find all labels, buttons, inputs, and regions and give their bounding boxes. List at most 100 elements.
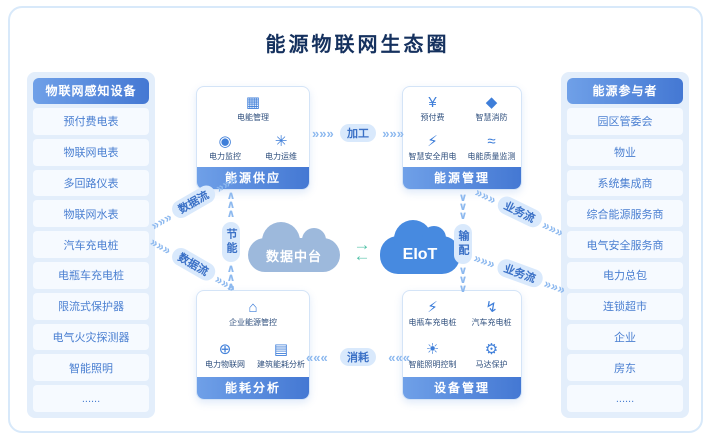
- chevron-right-icon: »»»: [312, 125, 334, 141]
- data-platform-cloud: 数据中台: [248, 222, 340, 272]
- module-cell-label: 电力物联网: [205, 360, 245, 369]
- module-cell-label: 汽车充电桩: [471, 318, 512, 327]
- module-cell: ⚡电瓶车充电桩: [403, 300, 462, 328]
- chevron-up-icon: ∧ ∧ ∧: [226, 190, 236, 220]
- module-energy-management-cells: ¥预付费◆智慧消防⚡智慧安全用电≈电能质量监测: [403, 89, 521, 167]
- outer-frame: [8, 6, 703, 433]
- module-cell-label: 马达保护: [475, 360, 508, 369]
- arrow-left-icon: ←: [353, 246, 371, 265]
- list-item: 汽车充电桩: [33, 231, 149, 258]
- eiot-cloud: EIoT: [380, 220, 460, 274]
- left-panel-item-list: 预付费电表物联网电表多回路仪表物联网水表汽车充电桩电瓶车充电桩限流式保护器电气火…: [33, 108, 149, 412]
- flow-process-label: 加工: [340, 124, 376, 142]
- module-energy-supply: ▦电能管理◉电力监控✳电力运维 能源供应: [196, 86, 310, 190]
- data-platform-label: 数据中台: [265, 248, 322, 264]
- flow-process: »»» 加工 »»»: [312, 124, 404, 142]
- list-item: ......: [567, 385, 683, 412]
- list-item: 多回路仪表: [33, 169, 149, 197]
- building-analysis-icon: ▤: [273, 341, 289, 358]
- list-item: 企业: [567, 323, 683, 351]
- list-item: 限流式保护器: [33, 292, 149, 320]
- module-cell: ↯汽车充电桩: [462, 300, 521, 328]
- list-item: 连锁超市: [567, 292, 683, 320]
- module-cell: ⚡智慧安全用电: [403, 134, 462, 162]
- chevron-down-icon: ∨ ∨ ∨: [458, 265, 468, 295]
- module-energy-analysis-label: 能耗分析: [197, 377, 309, 399]
- list-item: 智能照明: [33, 354, 149, 382]
- flow-distribution: ∨ ∨ ∨ 输配 ∨ ∨ ∨: [450, 193, 476, 295]
- power-quality-icon: ≈: [487, 132, 496, 150]
- module-cell-label: 电力监控: [209, 151, 241, 161]
- fire-shield-icon: ◆: [485, 93, 498, 111]
- module-device-management-label: 设备管理: [403, 377, 521, 399]
- prepaid-icon: ¥: [428, 93, 437, 111]
- flow-energy-saving: ∧ ∧ ∧ 节能 ∧ ∧ ∧: [218, 190, 244, 293]
- chevron-up-icon: ∧ ∧ ∧: [226, 263, 236, 293]
- flow-saving-label: 节能: [222, 222, 240, 262]
- arrow-right-icon: →: [353, 235, 371, 254]
- module-cell: ▦电能管理: [197, 95, 309, 123]
- list-item: 电气安全服务商: [567, 231, 683, 258]
- page-title: 能源物联网生态圈: [265, 34, 450, 56]
- list-item: 电瓶车充电桩: [33, 261, 149, 289]
- motor-protect-icon: ⚙: [484, 341, 499, 358]
- module-cell-label: 建筑能耗分析: [257, 360, 305, 369]
- module-cell-label: 智慧安全用电: [408, 151, 457, 161]
- power-iot-globe-icon: ⊕: [218, 341, 232, 358]
- module-cell: ⊕ 电力物联网: [197, 342, 253, 370]
- chevron-right-icon: »»»: [382, 125, 404, 141]
- module-cell: ▤ 建筑能耗分析: [253, 342, 309, 370]
- module-cell-label: 电能质量监测: [467, 151, 516, 161]
- module-cell-label: 智能照明控制: [408, 360, 457, 369]
- module-cell-label: 智慧消防: [475, 112, 508, 122]
- module-cell: ✳电力运维: [253, 134, 309, 162]
- power-meter-icon: ▦: [245, 93, 261, 111]
- list-item: 物联网水表: [33, 200, 149, 228]
- module-cell-label: 预付费: [420, 112, 445, 122]
- list-item: 房东: [567, 354, 683, 382]
- list-item: 物联网电表: [33, 138, 149, 166]
- list-item: 物业: [567, 138, 683, 166]
- list-item: 电气火灾探测器: [33, 323, 149, 351]
- list-item: ......: [33, 385, 149, 412]
- chevron-left-icon: «««: [388, 349, 410, 365]
- right-panel-item-list: 园区管委会物业系统集成商综合能源服务商电气安全服务商电力总包连锁超市企业房东..…: [567, 108, 683, 412]
- module-device-management: ⚡电瓶车充电桩↯汽车充电桩 ☀ 智能照明控制 ⚙ 马达保护 设备管理: [402, 290, 522, 400]
- eiot-label: EIoT: [402, 246, 438, 263]
- module-energy-supply-cells: ▦电能管理◉电力监控✳电力运维: [197, 89, 309, 167]
- module-cell: ≈电能质量监测: [462, 134, 521, 162]
- module-cell: ◆智慧消防: [462, 95, 521, 123]
- smart-lighting-icon: ☀: [425, 341, 440, 358]
- power-maintenance-icon: ✳: [274, 132, 288, 150]
- list-item: 预付费电表: [33, 108, 149, 135]
- module-cell-label: 企业能源管控: [229, 318, 277, 327]
- module-energy-analysis-cells: ⌂企业能源管控 ⊕ 电力物联网 ▤ 建筑能耗分析: [197, 293, 309, 377]
- module-cell-label: 电力运维: [265, 151, 297, 161]
- list-item: 园区管委会: [567, 108, 683, 135]
- module-cell: ☀ 智能照明控制: [403, 342, 462, 370]
- flow-consume: ««« 消耗 «««: [306, 348, 410, 366]
- list-item: 电力总包: [567, 261, 683, 289]
- power-monitor-icon: ◉: [218, 132, 232, 150]
- module-cell: ¥预付费: [403, 95, 462, 123]
- module-cell: ⌂企业能源管控: [197, 300, 309, 328]
- module-energy-supply-label: 能源供应: [197, 167, 309, 189]
- module-cell: ◉电力监控: [197, 134, 253, 162]
- module-device-management-cells: ⚡电瓶车充电桩↯汽车充电桩 ☀ 智能照明控制 ⚙ 马达保护: [403, 293, 521, 377]
- module-cell-label: 电瓶车充电桩: [408, 318, 457, 327]
- right-panel-energy-participants: 能源参与者 园区管委会物业系统集成商综合能源服务商电气安全服务商电力总包连锁超市…: [561, 72, 689, 418]
- right-panel-header: 能源参与者: [567, 78, 683, 104]
- module-energy-management-label: 能源管理: [403, 167, 521, 189]
- module-cell-label: 电能管理: [237, 112, 269, 122]
- exchange-arrows-icon: → ←: [344, 235, 380, 265]
- left-panel-iot-devices: 物联网感知设备 预付费电表物联网电表多回路仪表物联网水表汽车充电桩电瓶车充电桩限…: [27, 72, 155, 418]
- flow-consume-label: 消耗: [340, 348, 376, 366]
- left-panel-header: 物联网感知设备: [33, 78, 149, 104]
- list-item: 综合能源服务商: [567, 200, 683, 228]
- list-item: 系统集成商: [567, 169, 683, 197]
- module-energy-analysis: ⌂企业能源管控 ⊕ 电力物联网 ▤ 建筑能耗分析 能耗分析: [196, 290, 310, 400]
- safe-power-icon: ⚡: [427, 132, 438, 150]
- chevron-left-icon: «««: [306, 349, 328, 365]
- module-cell: ⚙ 马达保护: [462, 342, 521, 370]
